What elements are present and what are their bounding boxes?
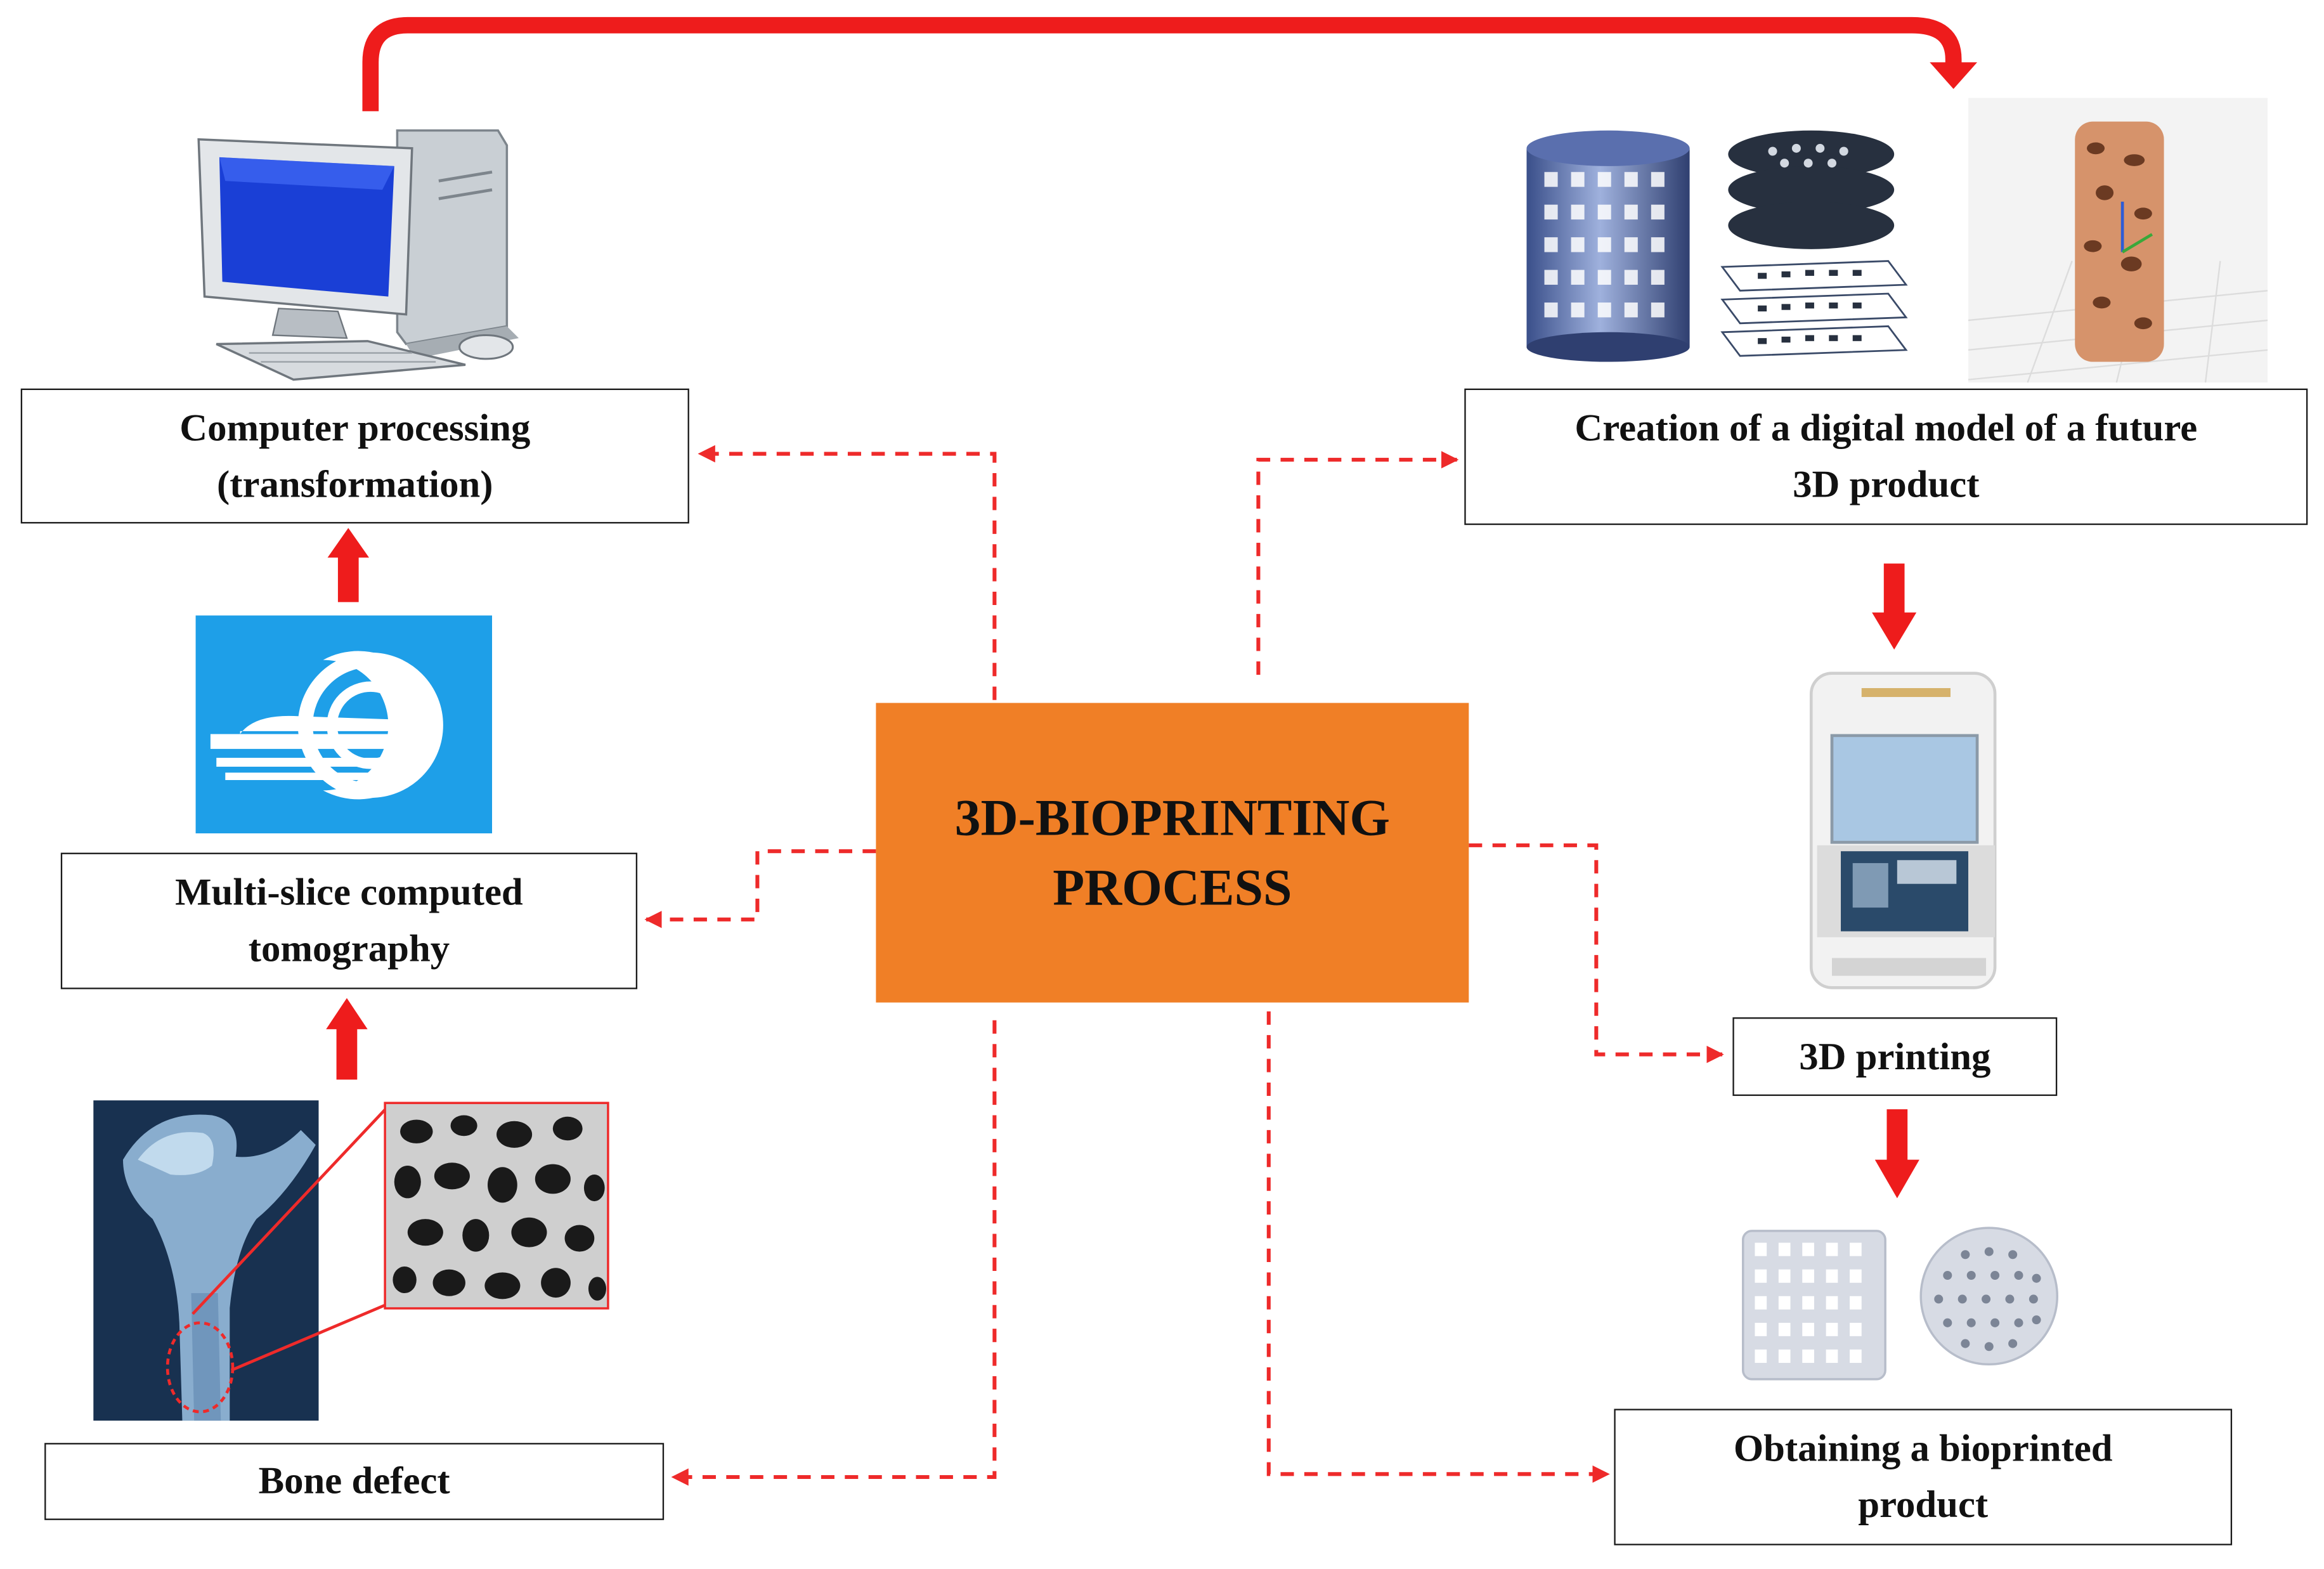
3d-printing-label: 3D printing [1799, 1034, 1991, 1078]
bone-defect-label: Bone defect [258, 1459, 450, 1503]
digital-model-box: Creation of a digital model of a future … [1464, 388, 2308, 525]
multi-slice-ct-box: Multi-slice computed tomography [60, 852, 638, 989]
trabecular-bone-microscopy-image [384, 1102, 609, 1310]
bioprinted-product-label-line1: Obtaining a bioprinted [1733, 1427, 2113, 1471]
bioprinted-product-label-line2: product [1858, 1483, 1989, 1527]
3d-printing-box: 3D printing [1732, 1017, 2058, 1097]
dashed-connector-product [1266, 1011, 1610, 1483]
computer-processing-label-line1: Computer processing [179, 406, 531, 450]
central-process-title-line1: 3D-BIOPRINTING [954, 788, 1391, 847]
digital-model-label-line2: 3D product [1793, 462, 1980, 506]
ct-scanner-icon [195, 615, 493, 834]
dashed-connector-computer [698, 445, 997, 700]
digital-model-label-line1: Creation of a digital model of a future [1574, 407, 2198, 450]
solid-arrow-bone-to-ct [326, 998, 368, 1080]
multi-slice-ct-label-line2: tomography [248, 927, 450, 970]
desktop-computer-icon [197, 129, 519, 381]
computer-processing-box: Computer processing (transformation) [20, 388, 689, 524]
femur-xray-image [93, 1100, 319, 1421]
printed-scaffold-top-image [1919, 1227, 2059, 1366]
dashed-connector-ct [644, 849, 876, 928]
zoom-lines [192, 1108, 387, 1372]
solid-arrow-printing-to-product [1874, 1109, 1919, 1199]
bioprinted-product-box: Obtaining a bioprinted product [1614, 1409, 2233, 1546]
central-process-box: 3D-BIOPRINTING PROCESS [876, 703, 1469, 1003]
dashed-connector-printing [1469, 843, 1724, 1064]
sliced-layers-model-image [1720, 130, 1908, 357]
bioprinter-machine-image [1809, 672, 1997, 989]
central-process-title-line2: PROCESS [1053, 858, 1292, 917]
dashed-connector-model [1256, 451, 1459, 675]
porous-scaffold-render-image [1968, 98, 2268, 383]
computer-processing-label-line2: (transformation) [217, 462, 493, 505]
multi-slice-ct-label-line1: Multi-slice computed [175, 871, 523, 915]
bone-defect-box: Bone defect [44, 1443, 665, 1520]
solid-arrow-ct-to-computer [327, 528, 370, 602]
printed-scaffold-side-image [1741, 1230, 1886, 1381]
top-curved-arrow [362, 16, 1978, 112]
cylindrical-scaffold-model-image [1526, 130, 1690, 362]
dashed-connector-bone [671, 1020, 997, 1486]
solid-arrow-model-to-printer [1872, 563, 1917, 650]
